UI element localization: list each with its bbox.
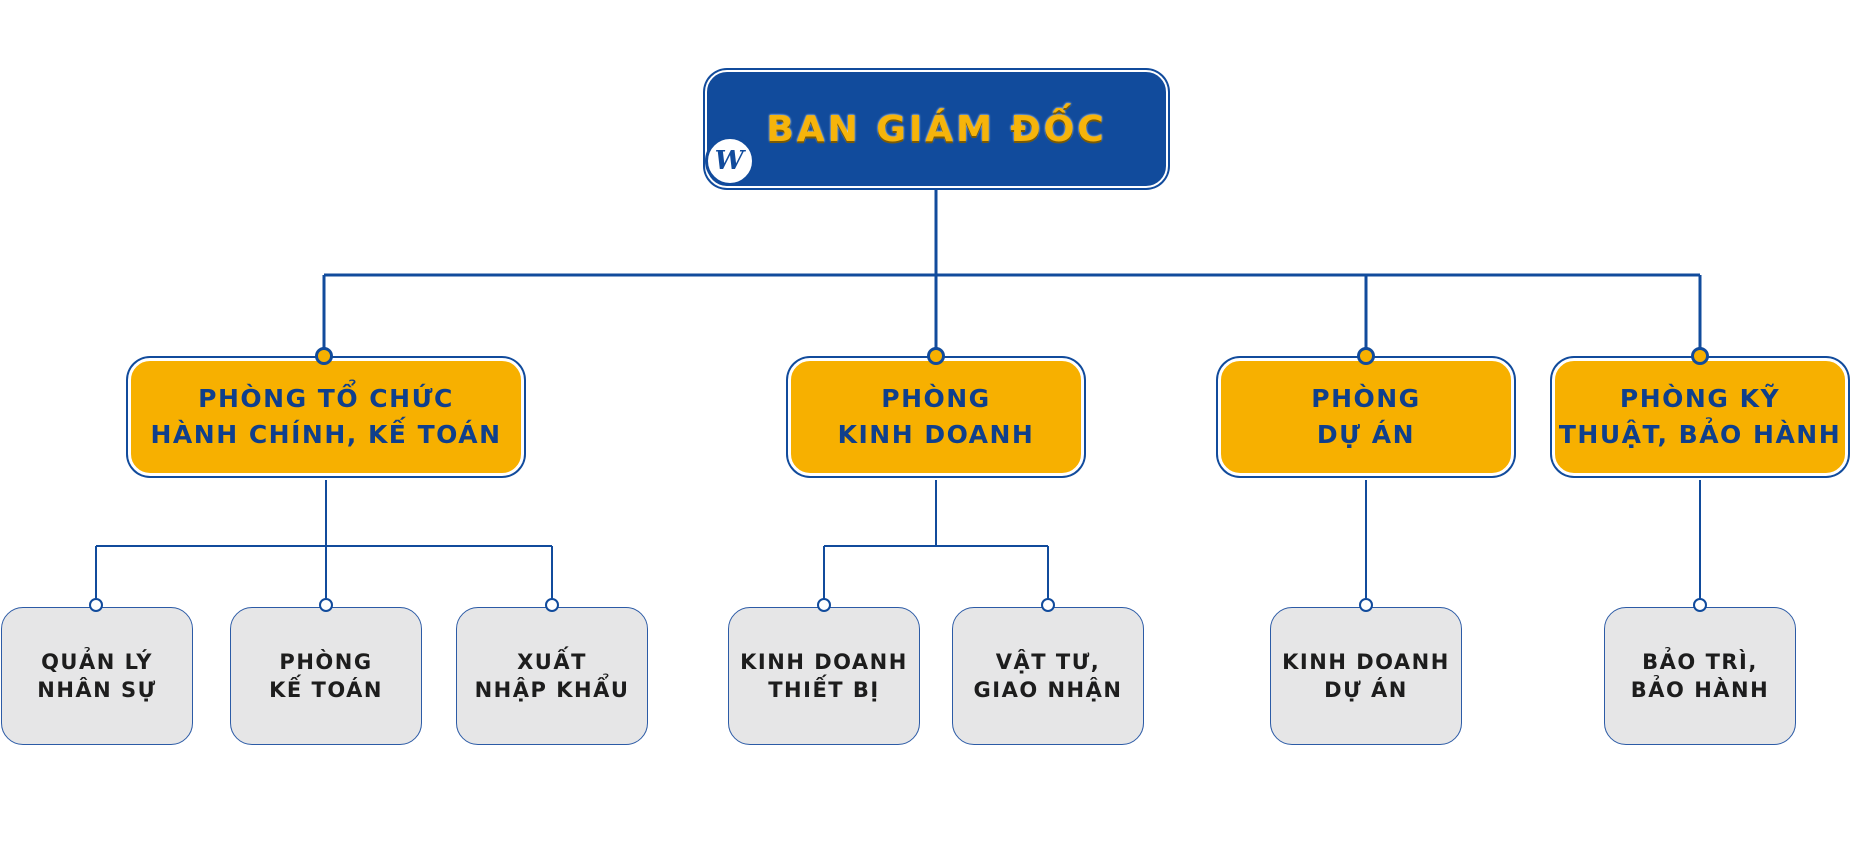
unit-box-equipment-sales: KINH DOANH THIẾT BỊ (728, 607, 920, 745)
unit-label-line2: NHÂN SỰ (37, 678, 157, 702)
dept-connector-dot (1357, 347, 1375, 365)
unit-connector-dot (545, 598, 559, 612)
dept-label-line2: HÀNH CHÍNH, KẾ TOÁN (150, 420, 502, 449)
unit-label-line2: DỰ ÁN (1324, 678, 1408, 702)
dept-label-line1: PHÒNG (1311, 384, 1421, 413)
dept-label-line2: THUẬT, BẢO HÀNH (1558, 420, 1842, 449)
dept-label-line2: DỰ ÁN (1316, 420, 1416, 449)
unit-box-accounting: PHÒNG KẾ TOÁN (230, 607, 422, 745)
unit-connector-dot (817, 598, 831, 612)
dept-connector-dot (1691, 347, 1709, 365)
unit-label-line2: BẢO HÀNH (1630, 678, 1770, 702)
unit-label-line2: GIAO NHẬN (973, 678, 1123, 702)
logo-letter: W (714, 146, 746, 176)
unit-connector-dot (89, 598, 103, 612)
unit-label-line1: PHÒNG (279, 650, 373, 674)
director-box: BAN GIÁM ĐỐC W (705, 70, 1168, 188)
unit-label-line2: THIẾT BỊ (768, 678, 880, 702)
unit-connector-dot (319, 598, 333, 612)
unit-label-line1: VẬT TƯ, (995, 650, 1101, 674)
dept-label-line1: PHÒNG TỔ CHỨC (198, 384, 454, 413)
unit-label-line1: BẢO TRÌ, (1642, 650, 1758, 674)
dept-box-technical-warranty: PHÒNG KỸ THUẬT, BẢO HÀNH (1552, 358, 1848, 476)
unit-label-line1: QUẢN LÝ (41, 650, 153, 674)
unit-label-line2: KẾ TOÁN (269, 678, 383, 702)
unit-label-line1: KINH DOANH (740, 650, 908, 674)
unit-label-line2: NHẬP KHẨU (474, 678, 630, 702)
dept-label-line1: PHÒNG KỸ (1619, 384, 1781, 413)
unit-label-line1: KINH DOANH (1282, 650, 1450, 674)
unit-box-materials-delivery: VẬT TƯ, GIAO NHẬN (952, 607, 1144, 745)
dept-connector-dot (315, 347, 333, 365)
win-logo-icon: W (705, 136, 755, 186)
unit-connector-dot (1359, 598, 1373, 612)
director-title: BAN GIÁM ĐỐC (766, 108, 1107, 150)
unit-label-line1: XUẤT (517, 650, 587, 674)
unit-box-import-export: XUẤT NHẬP KHẨU (456, 607, 648, 745)
dept-label-line2: KINH DOANH (837, 420, 1035, 449)
dept-connector-dot (927, 347, 945, 365)
dept-box-sales: PHÒNG KINH DOANH (788, 358, 1084, 476)
unit-connector-dot (1693, 598, 1707, 612)
unit-box-project-sales: KINH DOANH DỰ ÁN (1270, 607, 1462, 745)
unit-connector-dot (1041, 598, 1055, 612)
unit-box-maintenance-warranty: BẢO TRÌ, BẢO HÀNH (1604, 607, 1796, 745)
dept-label-line1: PHÒNG (881, 384, 991, 413)
unit-box-hr: QUẢN LÝ NHÂN SỰ (1, 607, 193, 745)
dept-box-admin-accounting: PHÒNG TỔ CHỨC HÀNH CHÍNH, KẾ TOÁN (128, 358, 524, 476)
dept-box-projects: PHÒNG DỰ ÁN (1218, 358, 1514, 476)
